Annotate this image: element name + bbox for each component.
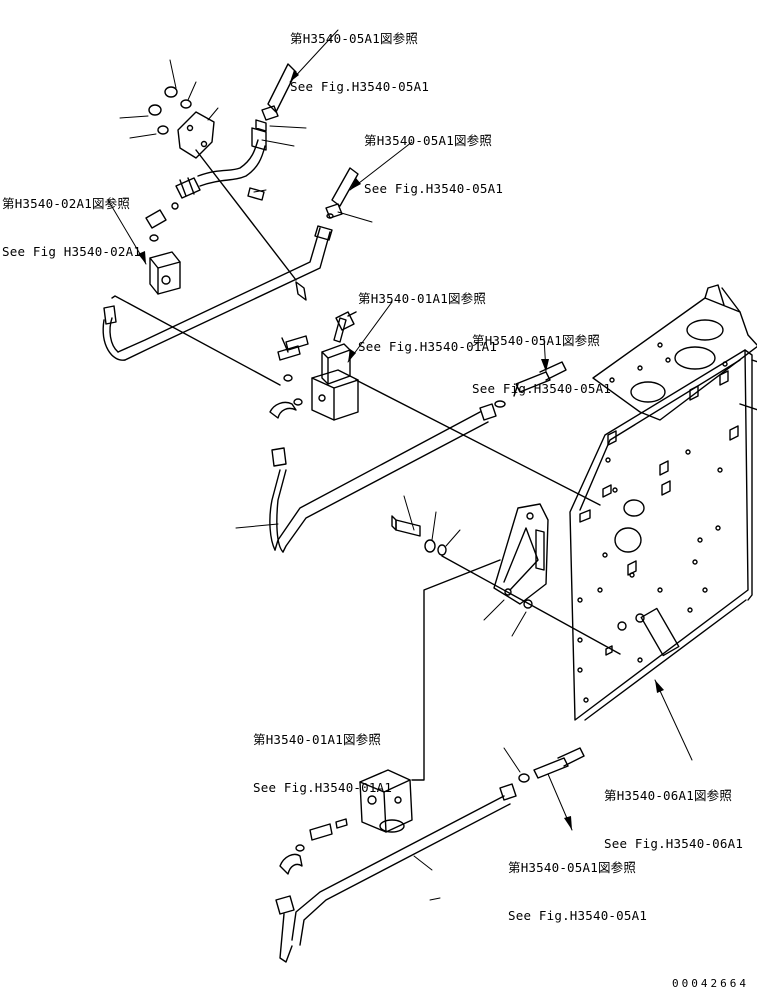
reference-en: See Fig.H3540-05A1 — [472, 381, 612, 396]
reference-jp: 第H3540-05A1図参照 — [364, 133, 493, 148]
frame-bracket — [570, 285, 757, 720]
callout-arrowheads — [138, 70, 664, 830]
reference-label-2: 第H3540-05A1図参照 See Fig.H3540-05A1 — [364, 101, 503, 213]
support-bracket — [392, 504, 620, 654]
callout-leaders — [108, 30, 692, 900]
middle-pipe — [270, 380, 600, 552]
reference-jp: 第H3540-02A1図参照 — [2, 196, 131, 211]
reference-en: See Fig.H3540-05A1 — [290, 79, 430, 94]
reference-label-8: 第H3540-05A1図参照 See Fig.H3540-05A1 — [508, 828, 647, 940]
lower-valve-block — [280, 560, 500, 874]
upper-pipe-assembly — [103, 64, 358, 385]
reference-en: See Fig.H3540-01A1 — [358, 339, 498, 354]
reference-jp: 第H3540-05A1図参照 — [472, 333, 601, 348]
reference-label-1: 第H3540-05A1図参照 See Fig.H3540-05A1 — [290, 0, 429, 111]
reference-en: See Fig.H3540-06A1 — [604, 836, 744, 851]
reference-jp: 第H3540-05A1図参照 — [508, 860, 637, 875]
reference-label-7: 第H3540-06A1図参照 See Fig.H3540-06A1 — [604, 756, 743, 868]
document-number: 00042664 — [672, 977, 749, 990]
hose-fittings — [514, 362, 584, 778]
reference-jp: 第H3540-01A1図参照 — [358, 291, 487, 306]
reference-label-6: 第H3540-01A1図参照 See Fig.H3540-01A1 — [253, 700, 392, 812]
solenoid-valve — [270, 312, 358, 420]
lower-pipe — [276, 774, 529, 962]
reference-label-5: 第H3540-05A1図参照 See Fig.H3540-05A1 — [472, 301, 611, 413]
reference-jp: 第H3540-01A1図参照 — [253, 732, 382, 747]
reference-en: See Fig.H3540-05A1 — [508, 908, 648, 923]
reference-en: See Fig.H3540-05A1 — [364, 181, 504, 196]
reference-en: See Fig.H3540-01A1 — [253, 780, 393, 795]
reference-label-4: 第H3540-01A1図参照 See Fig.H3540-01A1 — [358, 259, 497, 371]
reference-jp: 第H3540-06A1図参照 — [604, 788, 733, 803]
reference-jp: 第H3540-05A1図参照 — [290, 31, 419, 46]
reference-label-3: 第H3540-02A1図参照 See Fig H3540-02A1 — [2, 164, 141, 276]
reference-en: See Fig H3540-02A1 — [2, 244, 142, 259]
